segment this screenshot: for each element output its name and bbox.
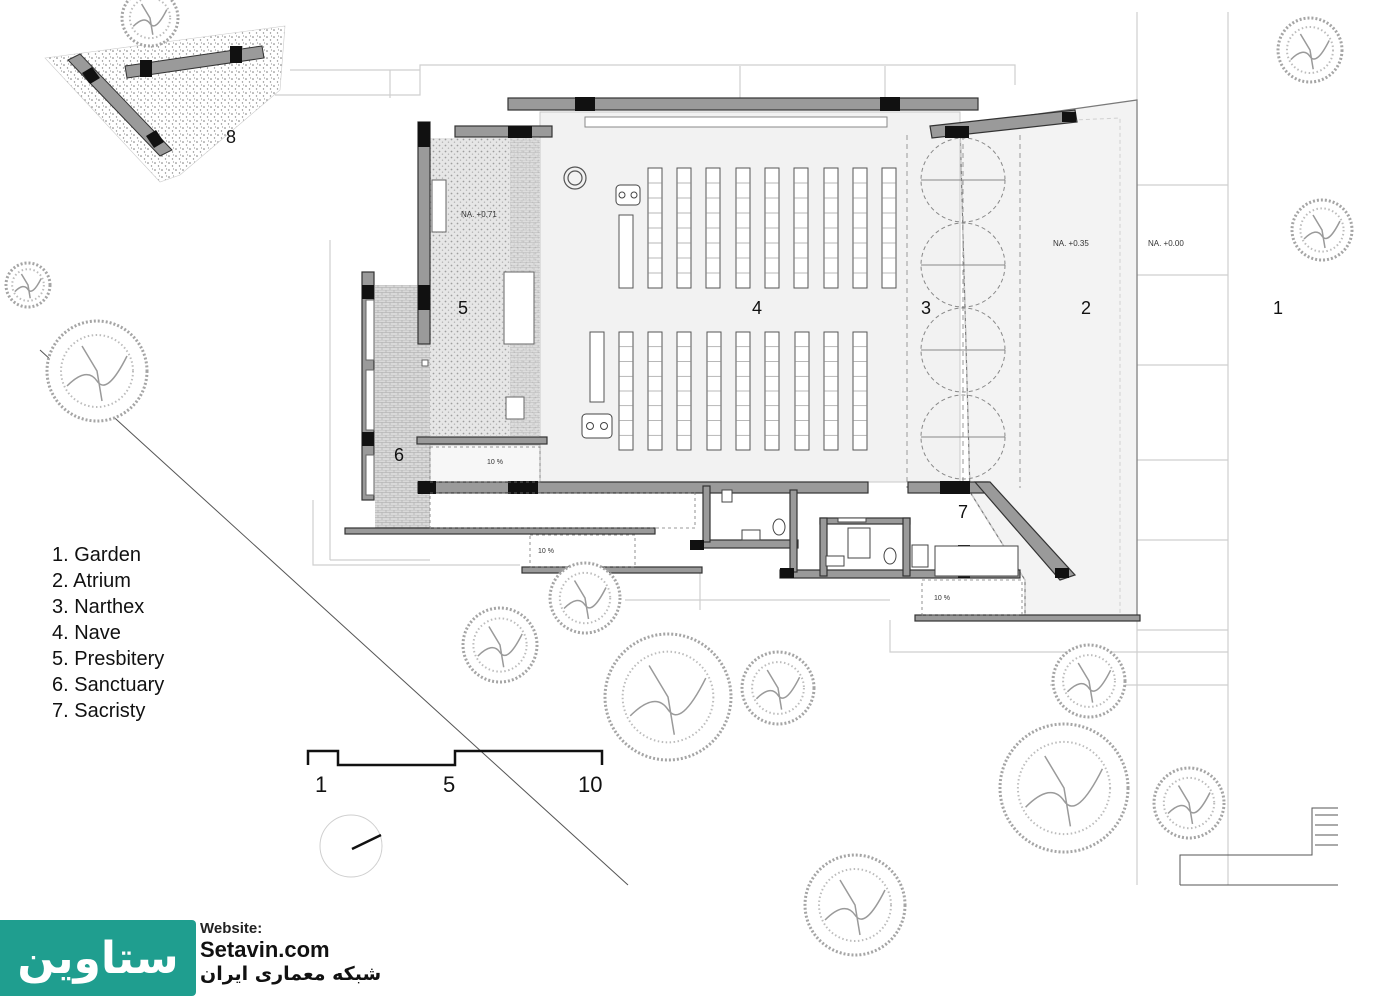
level-mark-presbitery: NA. +0.71 xyxy=(461,210,497,219)
zone-number-6: 6 xyxy=(394,445,404,465)
pew-short xyxy=(618,214,634,289)
zone-number-2: 2 xyxy=(1081,298,1091,318)
scale-bar xyxy=(306,749,604,767)
piano-icon xyxy=(581,413,613,439)
legend-item-sacristy: 7. Sacristy xyxy=(52,700,146,722)
legend: 1. Garden 2. Atrium 3. Narthex 4. Nave 5… xyxy=(52,542,164,724)
legend-item-sanctuary: 6. Sanctuary xyxy=(52,674,165,696)
website-tagline: شبکه معماری ایران xyxy=(200,963,382,985)
tree-icon xyxy=(803,853,907,957)
tree-icon xyxy=(1290,198,1354,262)
tree-icon xyxy=(461,606,539,684)
piano-icon xyxy=(615,184,641,206)
narthex-lines xyxy=(906,135,1021,488)
trees xyxy=(4,0,1354,957)
legend-item-nave: 4. Nave xyxy=(52,622,121,644)
level-mark-garden: NA. +0.00 xyxy=(1148,239,1184,248)
setavin-logo: ستاوین xyxy=(0,920,196,996)
north-arrow-icon xyxy=(319,814,383,878)
legend-item-presbitery: 5. Presbitery xyxy=(52,648,165,670)
ramp-slope-label: 10 % xyxy=(487,459,503,466)
level-marks: NA. +0.71 NA. +0.35 NA. +0.00 xyxy=(461,210,1184,248)
zone-number-3: 3 xyxy=(921,298,931,318)
sacristy-fixtures xyxy=(837,517,1019,577)
tree-icon xyxy=(120,0,180,48)
legend-item-garden: 1. Garden xyxy=(52,544,141,566)
zone-number-7: 7 xyxy=(958,502,968,522)
outbuilding-columns xyxy=(82,46,242,148)
zone-number-8: 8 xyxy=(226,127,236,147)
tree-icon xyxy=(603,632,733,762)
tree-icon xyxy=(740,650,816,726)
scale-label-10: 10 xyxy=(578,772,603,797)
zone-numbers: 1 2 3 4 5 6 7 8 xyxy=(226,127,1283,522)
outbuilding-gravel xyxy=(44,25,286,183)
zone-number-1: 1 xyxy=(1273,298,1283,318)
stairs xyxy=(1179,807,1338,886)
level-mark-atrium: NA. +0.35 xyxy=(1053,239,1089,248)
tree-icon xyxy=(1051,643,1127,719)
site-boundary-line xyxy=(39,349,629,886)
walls xyxy=(344,97,1141,622)
legend-item-narthex: 3. Narthex xyxy=(52,596,145,618)
logo-text: ستاوین xyxy=(17,932,179,984)
top-bench xyxy=(584,116,888,128)
tree-icon xyxy=(1276,16,1344,84)
tree-icon xyxy=(4,261,52,309)
tree-icon xyxy=(45,319,149,423)
tree-icon xyxy=(548,561,622,635)
baptismal-font xyxy=(563,166,587,190)
pew-short xyxy=(589,331,605,403)
scale-label-1: 1 xyxy=(315,772,328,797)
ramps xyxy=(429,446,1023,616)
zone-number-4: 4 xyxy=(752,298,762,318)
ramp-slope-label: 10 % xyxy=(538,548,554,555)
toilet-icon xyxy=(721,489,897,567)
website-block: Website: Setavin.com شبکه معماری ایران xyxy=(200,920,390,986)
site-outlines xyxy=(275,12,1229,885)
scale-label-5: 5 xyxy=(443,772,456,797)
ramp-slope-labels: 10 % 10 % 10 % xyxy=(487,459,950,602)
website-url[interactable]: Setavin.com xyxy=(200,937,330,962)
pews xyxy=(589,167,897,451)
atrium-floor xyxy=(959,99,1138,619)
legend-item-atrium: 2. Atrium xyxy=(52,570,131,592)
zone-number-5: 5 xyxy=(458,298,468,318)
ramp-slope-label: 10 % xyxy=(934,595,950,602)
presbitery-furniture xyxy=(365,179,535,496)
tree-icon xyxy=(1152,766,1226,840)
tree-icon xyxy=(998,722,1130,854)
website-caption: Website: xyxy=(200,920,263,937)
